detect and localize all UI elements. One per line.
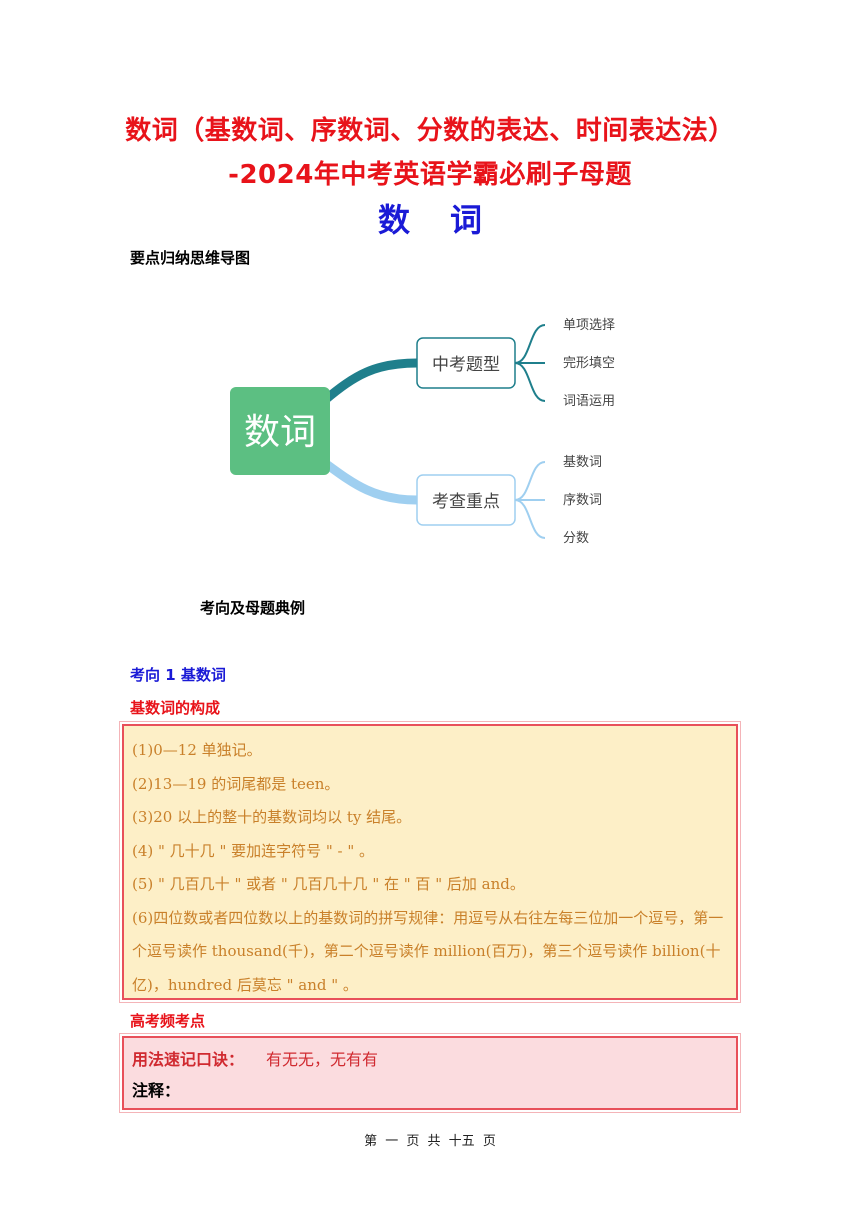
mnemonic-line: 用法速记口诀： 有无无，无有有 bbox=[132, 1044, 728, 1076]
big-title: 数词 bbox=[0, 195, 860, 241]
rule-3: (3)20 以上的整十的基数词均以 ty 结尾。 bbox=[132, 808, 412, 826]
leaf-connector-2-1 bbox=[514, 461, 546, 501]
big-title-char-2: 词 bbox=[450, 201, 483, 239]
mindmap-leaf-1-2: 完形填空 bbox=[563, 356, 615, 371]
leaf-connector-1-3 bbox=[514, 362, 546, 402]
connector-branch2 bbox=[320, 458, 422, 505]
mindmap-leaf-2-3: 分数 bbox=[563, 531, 589, 546]
document-title-line2: -2024年中考英语学霸必刷子母题 bbox=[228, 160, 632, 190]
rule-6: (6)四位数或者四位数以上的基数词的拼写规律：用逗号从右往左每三位加一个逗号，第… bbox=[132, 908, 724, 994]
rule-4: (4) " 几十几 " 要加连字符号 " - " 。 bbox=[132, 841, 375, 860]
mindmap-diagram: 数词 中考题型 考查重点 单项选择 完形填空 词语运用 基数词 序数词 分数 bbox=[230, 318, 615, 546]
leaf-connector-2-3 bbox=[514, 499, 546, 539]
topic1-subheading: 基数词的构成 bbox=[130, 699, 221, 717]
note-label: 注释： bbox=[132, 1081, 181, 1100]
mindmap-root-label: 数词 bbox=[244, 412, 316, 453]
rule-5: (5) " 几百几十 " 或者 " 几百几十几 " 在 " 百 " 后加 and… bbox=[132, 875, 525, 893]
mindmap-branch-node-1 bbox=[416, 337, 516, 389]
rule-2: (2)13—19 的词尾都是 teen。 bbox=[132, 774, 340, 793]
mnemonic-phrase: 有无无，无有有 bbox=[266, 1050, 379, 1069]
mindmap-leaf-2-1: 基数词 bbox=[563, 455, 602, 470]
leaf-connector-1-1 bbox=[514, 324, 546, 364]
mindmap-leaf-1-1: 单项选择 bbox=[563, 318, 615, 333]
mindmap-section-label: 要点归纳思维导图 bbox=[130, 249, 251, 267]
mindmap-root-node bbox=[230, 387, 330, 475]
mnemonic-box: 用法速记口诀： 有无无，无有有 注释： bbox=[119, 1033, 741, 1113]
highfreq-heading: 高考频考点 bbox=[130, 1012, 206, 1030]
rules-box: (1)0—12 单独记。 (2)13—19 的词尾都是 teen。 (3)20 … bbox=[119, 721, 741, 1003]
big-title-char-1: 数 bbox=[377, 201, 410, 239]
mnemonic-label: 用法速记口诀： bbox=[132, 1050, 245, 1069]
mindmap-branch-label-1: 中考题型 bbox=[432, 355, 500, 375]
mindmap-branch-label-2: 考查重点 bbox=[432, 492, 500, 512]
mindmap-branch-node-2 bbox=[416, 474, 516, 526]
document-title-line1: 数词（基数词、序数词、分数的表达、时间表达法） bbox=[125, 116, 735, 146]
page-footer: 第 一 页 共 十五 页 bbox=[364, 1134, 496, 1149]
connector-branch1 bbox=[320, 358, 422, 405]
topic1-heading: 考向 1 基数词 bbox=[130, 666, 226, 684]
examples-section-label: 考向及母题典例 bbox=[200, 599, 306, 617]
mindmap-leaf-2-2: 序数词 bbox=[563, 493, 602, 508]
rule-1: (1)0—12 单独记。 bbox=[132, 741, 262, 759]
mindmap-leaf-1-3: 词语运用 bbox=[563, 394, 615, 409]
